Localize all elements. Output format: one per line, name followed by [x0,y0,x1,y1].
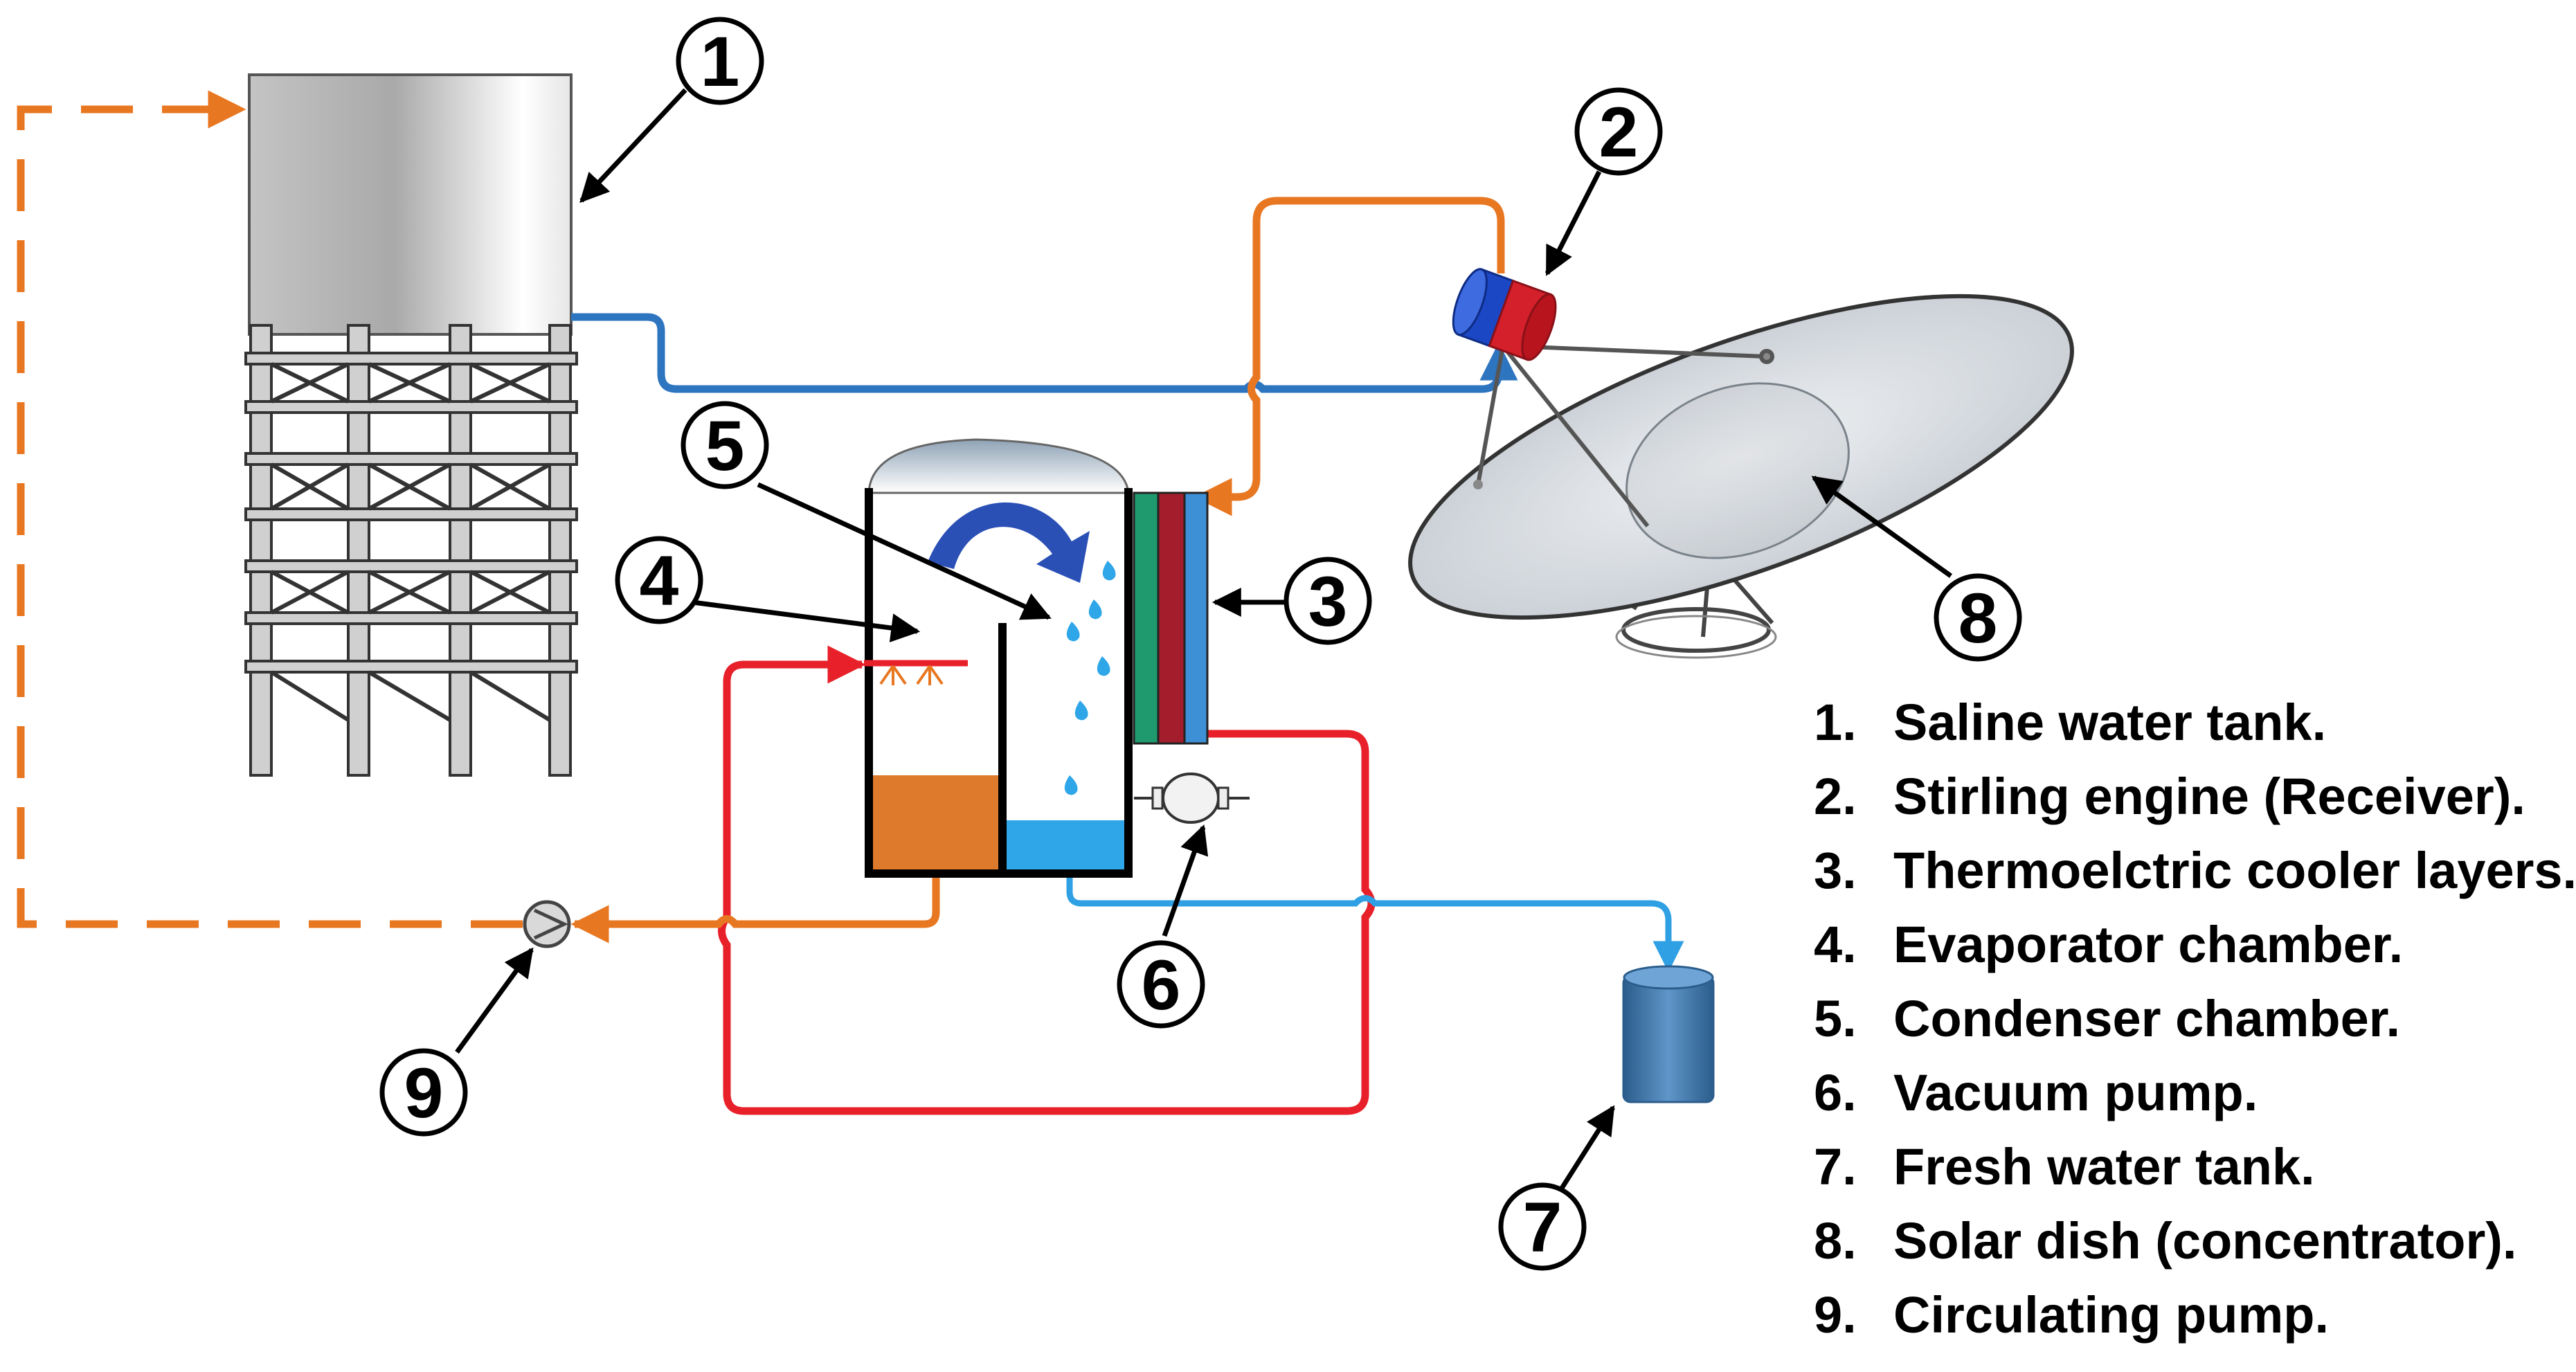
callout-4: 4 [615,536,703,624]
tec-layer-red [1157,491,1186,745]
thermoelectric-cooler-layers [1133,491,1209,745]
callout-number: 8 [1958,579,1998,658]
pointer-arrows [455,88,1953,1191]
saline-return-dashed-line [17,90,523,928]
arrow-icon [1559,1105,1615,1191]
arrow-icon [692,599,921,642]
legend-item: 5. Condenser chamber. [1814,982,2576,1056]
callout-1: 1 [676,17,764,105]
vacuum-pump-icon [1134,773,1250,824]
brine-pool [869,775,1002,874]
receiver-outlet-line [1194,197,1505,516]
legend-text: Thermoelctric cooler layers. [1893,842,2576,899]
legend-item: 1. Saline water tank. [1814,685,2576,759]
legend-number: 5. [1814,990,1857,1047]
callout-3: 3 [1284,557,1372,645]
callout-number: 5 [705,406,745,485]
tank-body [248,73,573,336]
legend-item: 8. Solar dish (concentrator). [1814,1204,2576,1278]
solar-dish-icon [1408,294,2074,659]
heating-loop [718,645,1376,1115]
legend-number: 9. [1814,1286,1857,1344]
spray-nozzles [864,660,968,685]
callout-number: 3 [1308,562,1348,641]
callout-8: 8 [1934,573,2022,662]
circulating-pump-icon [523,900,571,948]
callout-number: 7 [1523,1188,1562,1267]
legend-item: 7. Fresh water tank. [1814,1130,2576,1204]
legend-number: 8. [1814,1212,1857,1270]
legend-text: Stirling engine (Receiver). [1893,768,2525,825]
legend-item: 9. Circulating pump. [1814,1278,2576,1352]
tec-layer-green [1133,491,1160,745]
legend-text: Fresh water tank. [1893,1138,2315,1195]
legend-item: 6. Vacuum pump. [1814,1056,2576,1130]
legend-number: 2. [1814,768,1857,825]
dish-reflection [1625,382,1850,559]
legend-number: 1. [1814,694,1857,751]
legend-number: 7. [1814,1138,1857,1195]
saline-water-tank [244,73,578,777]
legend-item: 3. Thermoelctric cooler layers. [1814,833,2576,908]
water-droplet-icon [1064,561,1116,795]
saline-feed-line [571,313,1518,393]
legend-text: Solar dish (concentrator). [1893,1212,2517,1270]
callout-number: 6 [1142,946,1181,1025]
callout-7: 7 [1498,1182,1587,1271]
tower-frame [244,324,578,777]
callout-number: 2 [1599,93,1639,172]
focal-point [1473,480,1483,489]
arrow-icon [757,482,1052,620]
condenser-dome [867,438,1130,494]
arrow-icon [1544,170,1602,276]
tower-cross-bracing [270,362,551,722]
legend-item: 2. Stirling engine (Receiver). [1814,759,2576,833]
fresh-water-pool [1002,820,1128,874]
callout-2: 2 [1574,87,1663,176]
legend-text: Condenser chamber. [1893,990,2401,1047]
legend-text: Circulating pump. [1893,1286,2329,1344]
arrow-icon [1162,824,1209,937]
legend-text: Evaporator chamber. [1893,916,2404,973]
callout-6: 6 [1117,940,1205,1029]
callout-5: 5 [681,401,769,489]
stirling-engine-receiver [1452,268,1557,361]
tec-layer-blue [1183,491,1209,745]
desalination-unit [864,438,1133,878]
arrow-icon [455,947,534,1054]
legend-text: Saline water tank. [1893,694,2327,751]
receiver-supports [1476,344,1774,527]
legend-number: 4. [1814,916,1857,973]
brine-outlet-line [570,874,940,944]
callout-number: 9 [404,1054,444,1132]
legend-text: Vacuum pump. [1893,1064,2258,1121]
dish-reflector [1408,294,2074,620]
arrow-icon [579,88,687,204]
callout-9: 9 [379,1048,468,1137]
legend-number: 6. [1814,1064,1857,1121]
callout-number: 1 [701,22,740,101]
arrow-icon [1811,476,1953,578]
fresh-water-line [1066,874,1684,973]
fresh-water-tank [1622,965,1715,1103]
vapor-circulation-arrow-icon [928,502,1090,583]
legend-number: 3. [1814,842,1857,899]
callout-number: 4 [640,541,679,620]
legend-item: 4. Evaporator chamber. [1814,908,2576,982]
component-legend: 1. Saline water tank. 2. Stirling engine (… [1814,685,2576,1352]
